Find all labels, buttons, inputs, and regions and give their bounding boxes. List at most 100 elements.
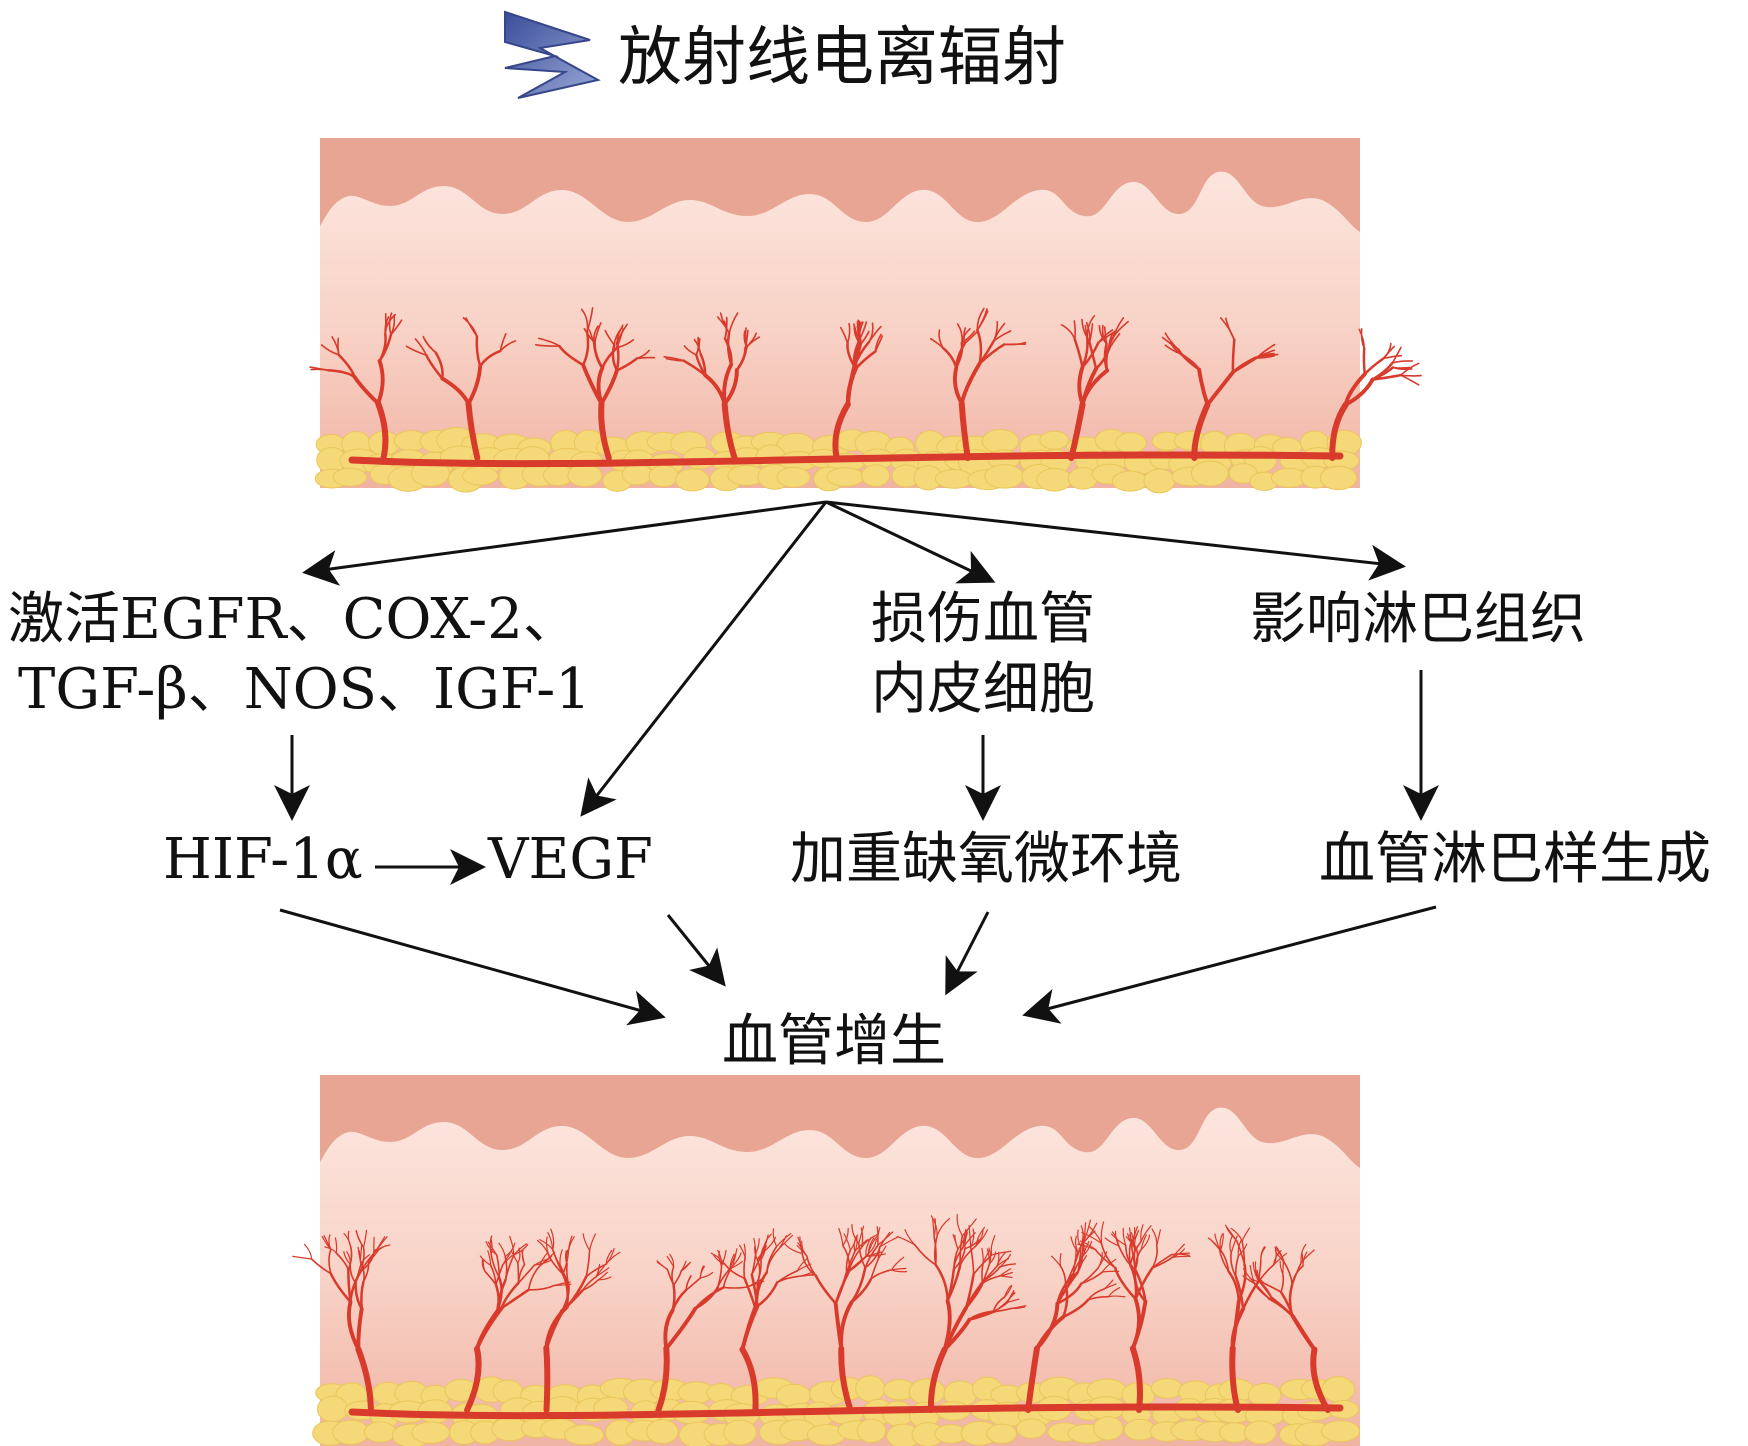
vessel-branch [498, 1242, 506, 1258]
fat-globule [1039, 430, 1070, 450]
vessel-branch [1082, 1240, 1090, 1256]
vessel-branch [1100, 1221, 1105, 1245]
vessel-branch [1011, 1305, 1027, 1309]
vessel-branch [1230, 1227, 1243, 1242]
vessel-branch [329, 1272, 352, 1304]
vessel-branch [864, 1244, 879, 1269]
vessel-branch [744, 329, 749, 349]
label-activate-line2: TGF-β、NOS、IGF-1 [18, 657, 591, 722]
vessel-branch [1197, 367, 1210, 407]
vessel-branch [1085, 321, 1091, 344]
arrow-to-activate [302, 500, 827, 586]
vessel-branch [1171, 1255, 1191, 1258]
vessel-branch [976, 328, 983, 365]
vessel-branch [1007, 1289, 1015, 1303]
vessel-branch [957, 1236, 966, 1250]
vessel-branch [713, 1254, 727, 1266]
vessel-branch [1134, 1268, 1147, 1303]
vessel-branch [565, 1249, 568, 1265]
vessel-branch [593, 322, 602, 344]
vessel-branch [972, 1254, 993, 1276]
vessel-branch [961, 1218, 977, 1237]
fat-globule [826, 467, 865, 487]
vessel-branch [434, 351, 444, 380]
vessel-branch [963, 327, 967, 345]
vessel-branch [1279, 1290, 1294, 1317]
vessel-branch [1110, 1233, 1127, 1246]
vessel-branch [327, 369, 356, 379]
vessel-branch [890, 1256, 905, 1271]
vessel-branch [655, 1345, 670, 1413]
vessel-branch [527, 1265, 540, 1291]
vessel-branch [806, 1255, 817, 1277]
vessel-branch [1329, 401, 1349, 461]
vessel-branch [1243, 1268, 1255, 1284]
vessel-branch [959, 1244, 977, 1267]
vessel-branch [869, 1259, 879, 1281]
vessel-branch [694, 1286, 725, 1310]
vessel-branch [942, 1317, 972, 1352]
vessel-branch [585, 1249, 591, 1278]
vessel-branch [1108, 1295, 1126, 1298]
vessel-branch [490, 1237, 493, 1255]
fat-globule [1247, 1382, 1282, 1408]
vessel-branch [1073, 338, 1084, 369]
vessel-branch [360, 1250, 377, 1272]
vessel-branch [388, 312, 393, 336]
vessel-branch [567, 1236, 575, 1252]
vessel-branch [927, 1346, 948, 1413]
vessel-branch [1214, 1233, 1222, 1251]
vessel-branch [310, 368, 330, 372]
vessel-branch [362, 1229, 368, 1248]
vessel-branch [1275, 1246, 1285, 1264]
vessel-branch [982, 1249, 991, 1263]
vessel-branch [1249, 1265, 1255, 1284]
vessel-branch [933, 1217, 937, 1238]
vessel-branch [1391, 360, 1414, 364]
vessel-branch [740, 1305, 758, 1352]
vessel-branch [544, 1308, 565, 1350]
vessel-branch [1234, 1255, 1240, 1278]
fat-globule [855, 1375, 886, 1402]
vessel-branch [890, 1269, 908, 1273]
vessel-branch [1140, 1234, 1147, 1251]
vessel-branch [583, 327, 596, 344]
vessel-branch [845, 1249, 852, 1274]
vessel-branch [834, 1270, 851, 1305]
vessel-branch [843, 1233, 851, 1251]
vessel-branch [856, 326, 862, 346]
vessel-branch [874, 335, 884, 353]
vessel-branch [695, 337, 701, 356]
vessel-branch [1101, 324, 1108, 345]
vessel-branch [320, 344, 340, 356]
vessel-branch [1241, 1227, 1251, 1242]
vessel-branch [680, 1260, 687, 1272]
vessel-branch [1310, 1346, 1331, 1413]
vessel-branch [605, 1251, 621, 1265]
vessel-branch [1081, 1231, 1103, 1245]
vessel-branch [1290, 1313, 1317, 1352]
vessel-branch [597, 1276, 612, 1281]
vessel-branch [560, 1282, 570, 1313]
vessel-branch [1133, 1247, 1136, 1271]
vessel-branch [996, 1258, 1010, 1267]
vessel-branch [1130, 1299, 1148, 1351]
vessel-branch [976, 307, 985, 331]
vessel-branch [1382, 354, 1402, 360]
vessel-branch [710, 1252, 727, 1266]
vessel-branch [877, 1231, 894, 1246]
vessel-branch [1140, 1234, 1151, 1251]
vessel-branch [1234, 1275, 1245, 1310]
label-damage-line2: 内皮细胞 [871, 657, 1095, 722]
vessel-branch [593, 341, 604, 370]
vessel-branch [1081, 341, 1100, 369]
vessel-branch [776, 1232, 792, 1248]
vessel-branch [723, 320, 728, 340]
vessel-branch [953, 1247, 966, 1271]
fat-globule [567, 463, 603, 488]
vessel-branch [1343, 377, 1375, 407]
vessel-branch [1252, 1261, 1259, 1280]
vessel-branch [504, 1242, 516, 1258]
vessel-branch [838, 1345, 854, 1413]
vessel-branch [754, 1245, 758, 1261]
